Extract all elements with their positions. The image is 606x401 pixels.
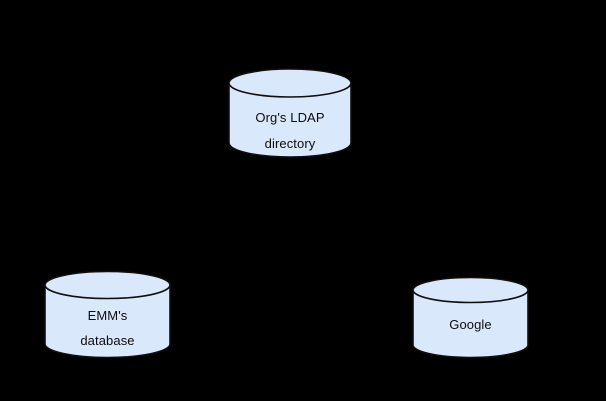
database-cylinder-icon	[44, 270, 171, 359]
node-org-ldap-directory[interactable]: Org's LDAP directory	[228, 68, 352, 158]
node-emm-database[interactable]: EMM's database	[44, 270, 171, 359]
node-google[interactable]: Google	[412, 276, 529, 359]
database-cylinder-icon	[412, 276, 529, 359]
database-cylinder-icon	[228, 68, 352, 158]
